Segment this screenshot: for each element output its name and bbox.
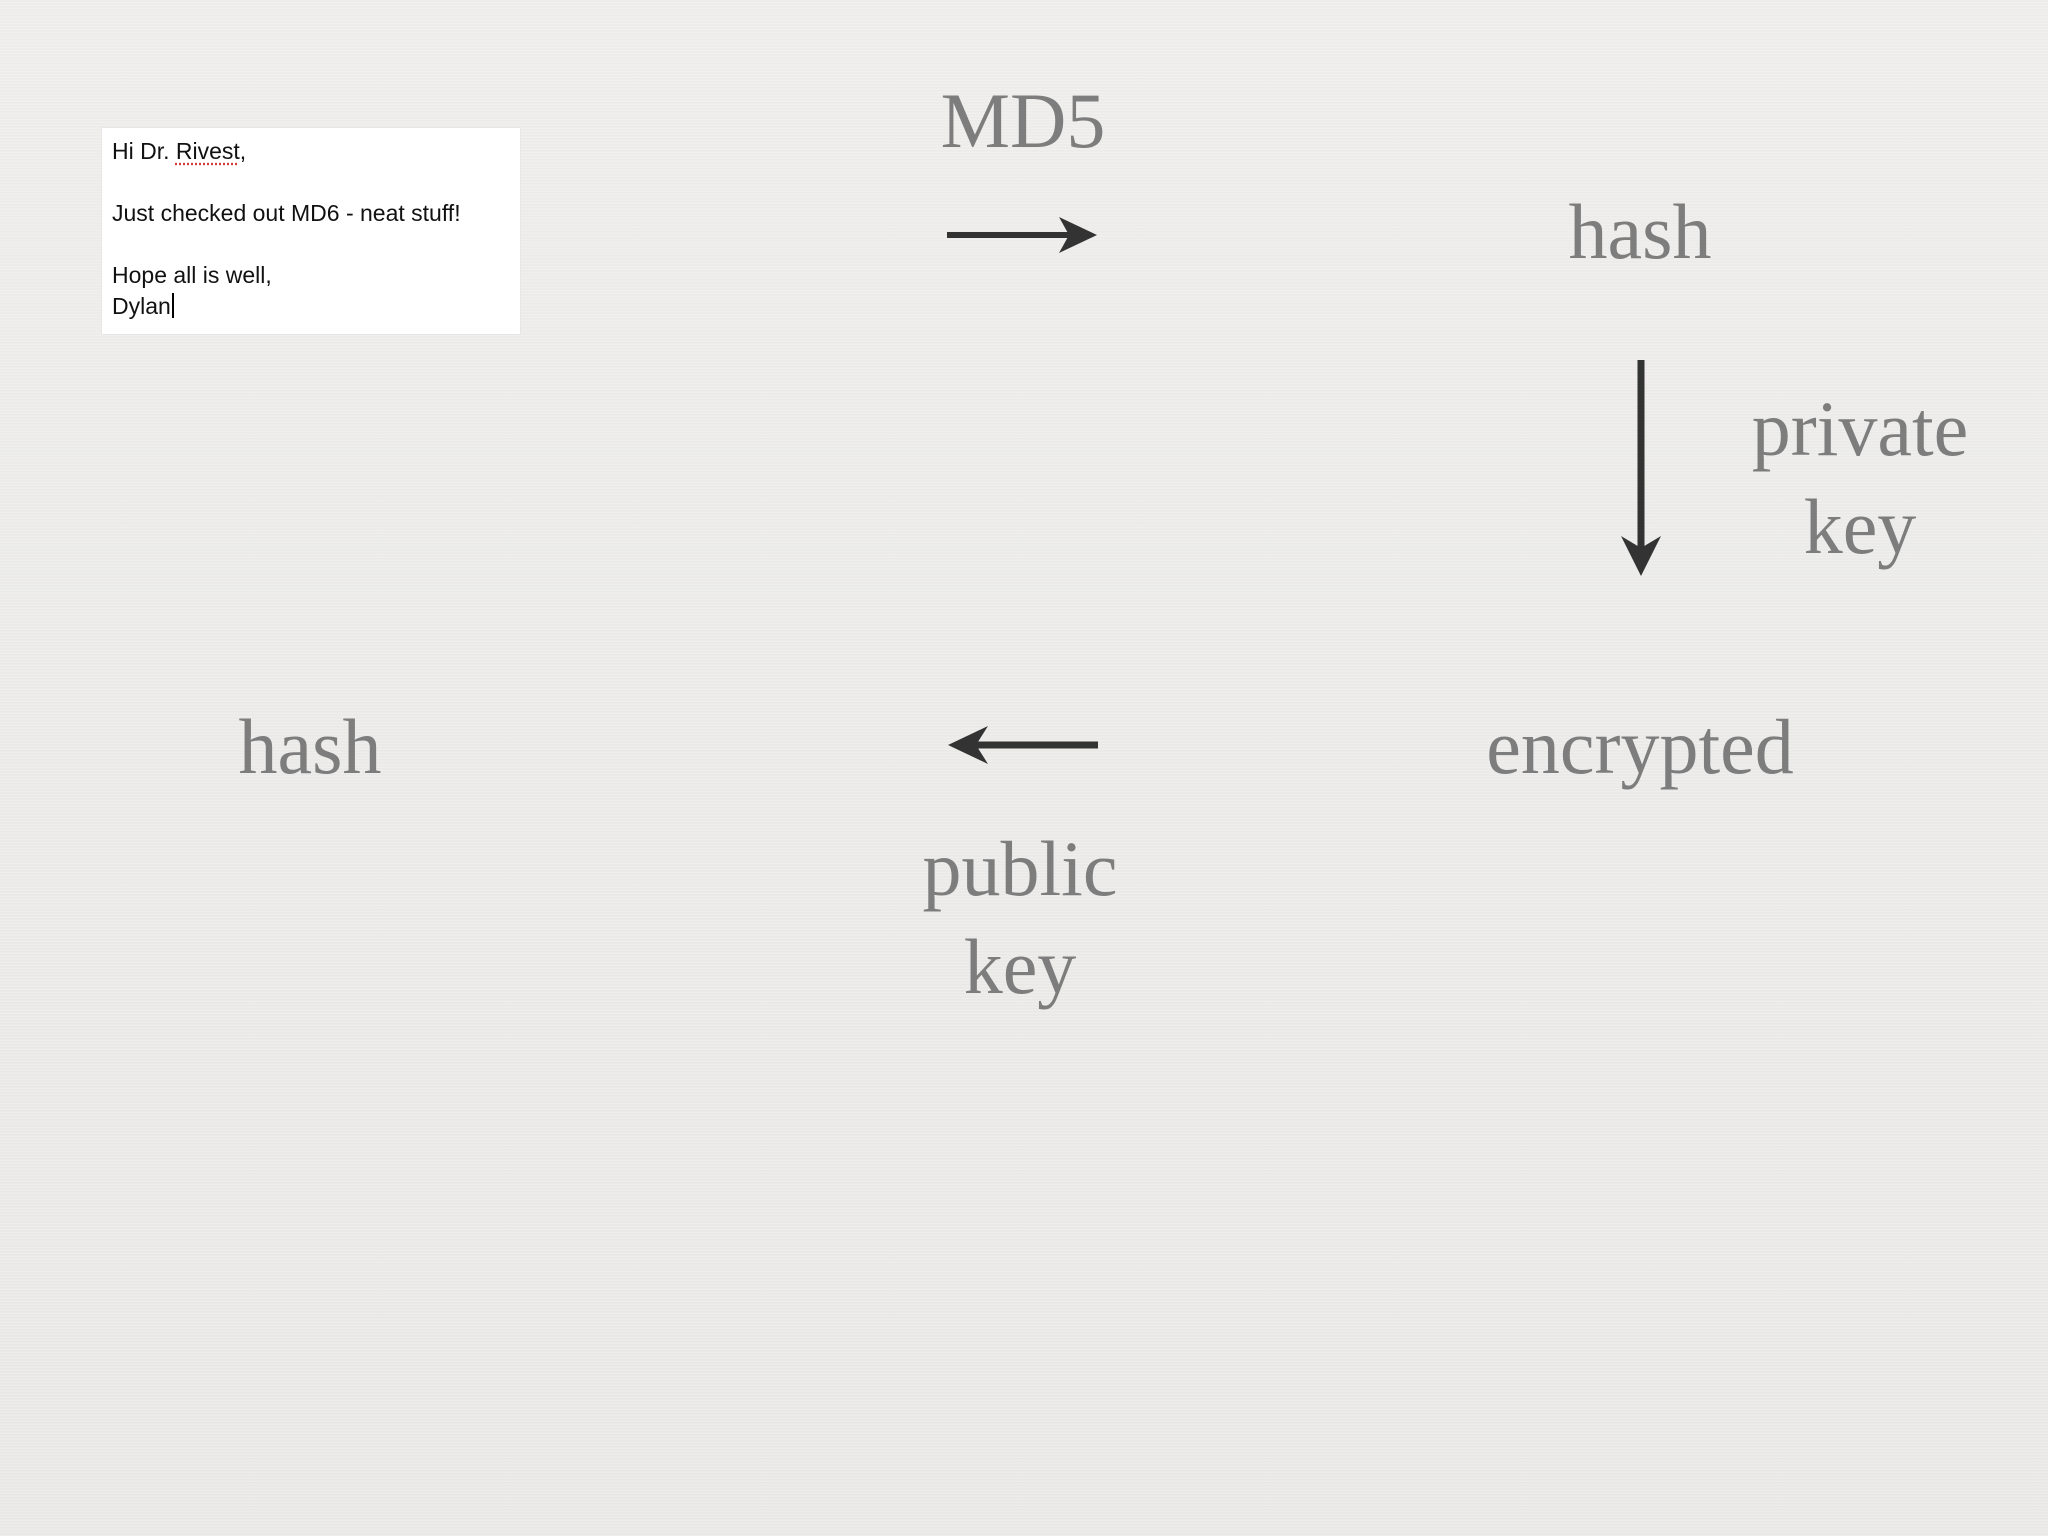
hash-top-label: hash <box>1568 188 1712 275</box>
public-key-line1: public <box>922 825 1118 912</box>
arrow-left-head <box>948 726 988 764</box>
email-snippet: Hi Dr. Rivest, Just checked out MD6 - ne… <box>102 128 520 334</box>
text-caret <box>171 293 174 318</box>
email-blank-line <box>112 229 520 260</box>
private-key-label: private key <box>1720 380 2000 576</box>
encrypted-label: encrypted <box>1486 703 1794 790</box>
arrow-left <box>948 726 1098 764</box>
arrow-down <box>1621 360 1661 576</box>
md5-label: MD5 <box>940 77 1106 164</box>
public-key-label: public key <box>880 820 1160 1016</box>
hash-left-label: hash <box>238 703 382 790</box>
arrow-right <box>947 217 1097 253</box>
email-signature-line: Dylan <box>112 291 520 322</box>
email-closing: Hope all is well, <box>112 262 272 288</box>
public-key-line2: key <box>963 923 1077 1010</box>
email-blank-line <box>112 167 520 198</box>
email-signature: Dylan <box>112 293 171 319</box>
arrow-down-head <box>1621 536 1661 576</box>
email-body: Just checked out MD6 - neat stuff! <box>112 200 461 226</box>
email-greeting-name: Rivest <box>175 138 240 164</box>
private-key-line2: key <box>1803 483 1917 570</box>
private-key-line1: private <box>1751 385 1969 472</box>
email-greeting: Hi Dr. Rivest, <box>112 138 247 164</box>
arrow-right-head <box>1059 217 1097 253</box>
